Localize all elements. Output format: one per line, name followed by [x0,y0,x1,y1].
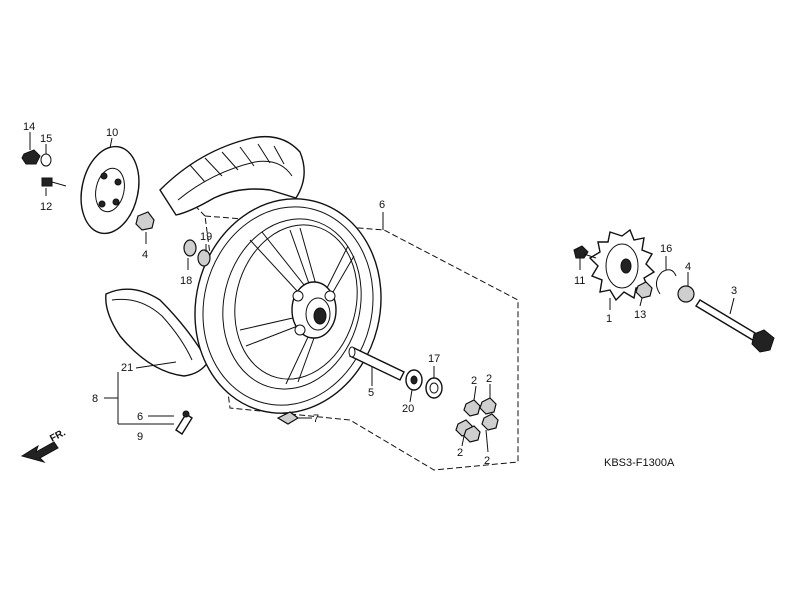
callout-3: 3 [731,285,737,297]
diagram-code: KBS3-F1300A [604,457,675,469]
collar-4-right [677,285,695,303]
tire-valve [175,410,193,435]
callout-6-wheel: 6 [379,199,385,211]
collar-4-left [135,211,155,231]
sprocket-nuts [455,397,499,443]
callout-17: 17 [428,353,440,365]
brake-disc [80,145,140,235]
callout-6-valve: 6 [137,411,143,423]
callout-21: 21 [121,362,133,374]
callout-18: 18 [180,275,192,287]
bearing-18 [183,239,197,257]
nut-13 [635,281,653,299]
callout-19: 19 [200,231,212,243]
rear-axle [695,299,775,353]
circlip-16 [656,269,677,295]
leader-lines [29,132,735,453]
callout-4-right: 4 [685,261,691,273]
callout-15: 15 [40,133,52,145]
callout-5: 5 [368,387,374,399]
callout-1: 1 [606,313,612,325]
assembly-boundary [204,215,519,471]
axle-sleeve [348,346,405,381]
callout-4-left: 4 [142,249,148,261]
front-arrow-icon [20,441,59,463]
nut-14 [21,149,41,165]
oil-seal-19 [197,249,211,267]
callout-12: 12 [40,201,52,213]
bolt-12 [41,177,67,187]
tire-upper-half [159,135,305,216]
callout-7: 7 [313,413,319,425]
drive-sprocket [588,228,656,302]
front-direction-indicator: FR. [20,427,68,463]
callout-20: 20 [402,403,414,415]
tire-lower-half [105,288,209,377]
callout-14: 14 [23,121,35,133]
callout-10: 10 [106,127,118,139]
oil-seal-17 [425,377,443,399]
rear-wheel [194,198,382,414]
callout-13: 13 [634,309,646,321]
callout-2-c: 2 [457,447,463,459]
callout-11: 11 [574,275,585,287]
callout-16: 16 [660,243,672,255]
callout-2-a: 2 [471,375,477,387]
callout-9: 9 [137,431,143,443]
callout-labels: 14 15 10 12 4 19 18 6 21 8 6 9 7 5 17 20… [23,121,737,467]
callout-2-b: 2 [486,373,492,385]
front-label: FR. [48,427,68,444]
sprocket-bolt [573,245,597,259]
callout-8: 8 [92,393,98,405]
washer-15 [40,153,52,167]
callout-2-d: 2 [484,455,490,467]
